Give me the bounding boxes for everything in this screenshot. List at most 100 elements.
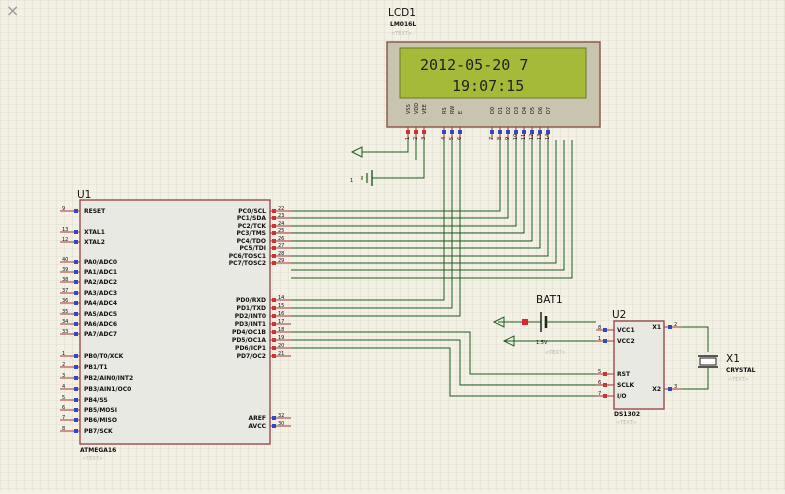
u2-pin-number: 2 (674, 322, 677, 328)
u1-pin-name: PB5/MOSI (84, 407, 117, 414)
lcd-pin-marker (414, 130, 418, 134)
lcd-pin-marker (514, 130, 518, 134)
u1-pin-marker (74, 322, 78, 326)
u1-pin-name: PC6/TOSC1 (229, 253, 266, 260)
u1-pin-name: PC7/TOSC2 (229, 260, 266, 267)
u2-pin-name: VCC1 (617, 327, 635, 334)
lcd-pin-label: D7 (546, 107, 552, 114)
u1-pin-marker (272, 424, 276, 428)
u2-pin-marker (603, 394, 607, 398)
power-terminal-icon (350, 146, 363, 158)
u1-pin-name: PA0/ADC0 (84, 259, 117, 266)
u1-pin-number: 22 (278, 206, 284, 212)
u1-pin-number: 28 (278, 251, 284, 257)
u2-ref-label: U2 (612, 309, 626, 321)
u2-pin-marker (603, 372, 607, 376)
lcd-pin-label: D2 (506, 107, 512, 114)
lcd-pin-marker (442, 130, 446, 134)
u1-text-tag: <TEXT> (82, 456, 103, 462)
u1-pin-number: 33 (62, 329, 68, 335)
u1-pin-marker (74, 280, 78, 284)
u1-pin-name: PD1/TXD (237, 305, 266, 312)
lcd-pin-label: VSS (406, 104, 412, 114)
lcd-pin-marker (406, 130, 410, 134)
u1-pin-marker (74, 376, 78, 380)
battery[interactable]: BAT1 1.5V <TEXT> (492, 294, 596, 356)
u2-pin-marker (668, 325, 672, 329)
battery-ref-label: BAT1 (536, 294, 563, 306)
u2-part-label: DS1302 (614, 411, 640, 418)
u1-pin-number: 24 (278, 221, 284, 227)
u2-pin-marker (603, 339, 607, 343)
u1-pin-number: 14 (278, 295, 284, 301)
u1-pin-number: 1 (62, 351, 65, 357)
lcd-pin-label: E (458, 111, 464, 114)
lcd-pin-number: 9 (505, 137, 511, 140)
crystal[interactable]: X1 CRYSTAL <TEXT> (682, 326, 756, 390)
u1-pin-number: 23 (278, 213, 284, 219)
u1-pin-name: PD2/INT0 (235, 313, 266, 320)
u1-pin-marker (74, 301, 78, 305)
lcd-pin-label: RS (442, 107, 448, 114)
u1-pin-marker (74, 260, 78, 264)
lcd-pin-marker (522, 130, 526, 134)
u1-pin-number: 16 (278, 311, 284, 317)
power-terminal-2-icon (502, 335, 515, 347)
u1-pin-number: 25 (278, 228, 284, 234)
u1-pin-name: PB6/MISO (84, 417, 117, 424)
u2-pin-number: 5 (598, 369, 601, 375)
lcd-pin-group: VSS1VDD2VEE3RS4RW5E6D07D18D29D310D411D51… (405, 103, 552, 140)
u1-pin-number: 29 (278, 258, 284, 264)
lcd-pin-number: 8 (497, 137, 503, 140)
u2-pin-number: 8 (598, 325, 601, 331)
u1-pin-marker (74, 291, 78, 295)
lcd-pin-number: 2 (413, 137, 419, 140)
u1-pin-name: PB4/SS (84, 397, 108, 404)
u1-part-label: ATMEGA16 (80, 447, 116, 454)
u1-pin-number: 6 (62, 405, 65, 411)
u2-pin-marker (603, 383, 607, 387)
u1-pin-number: 27 (278, 243, 284, 249)
u1-pin-number: 8 (62, 426, 65, 432)
u1-pin-marker (272, 322, 276, 326)
u2-pin-number: 7 (598, 391, 601, 397)
u1-pin-marker (74, 365, 78, 369)
u1-pin-number: 35 (62, 309, 68, 315)
lcd-pin-label: D5 (530, 107, 536, 114)
u1-pin-name: PC4/TDO (237, 238, 266, 245)
lcd-part-label: LM016L (390, 21, 416, 28)
u1-pin-name: PC3/TMS (236, 230, 266, 237)
close-icon[interactable]: × (6, 1, 19, 20)
u1-pin-name: PA4/ADC4 (84, 300, 117, 307)
lcd-pin-marker (422, 130, 426, 134)
u1-pin-name: PD3/INT1 (235, 321, 266, 328)
u1-pin-name: PC1/SDA (237, 215, 266, 222)
u1-pin-number: 20 (278, 343, 284, 349)
u1-pin-marker (74, 270, 78, 274)
u2-pin-name: X1 (652, 324, 661, 331)
u1-pin-number: 19 (278, 335, 284, 341)
crystal-icon (699, 357, 717, 366)
u1-pin-number: 40 (62, 257, 68, 263)
u2-pin-number: 6 (598, 380, 601, 386)
wires-rtc (291, 331, 596, 397)
u1-pin-number: 12 (62, 237, 68, 243)
lcd-line-2: 19:07:15 (452, 77, 524, 95)
u1-pin-number: 15 (278, 303, 284, 309)
u1-pin-name: AVCC (248, 423, 266, 430)
u1-pin-marker (272, 298, 276, 302)
u2-pin-name: VCC2 (617, 338, 635, 345)
lcd-display[interactable]: LCD1 LM016L <TEXT> 2012-05-20 7 19:07:15… (386, 7, 601, 140)
u1-pin-number: 9 (62, 206, 65, 212)
u1-pin-marker (272, 330, 276, 334)
lcd-pin-number: 3 (421, 137, 427, 140)
lcd-line-1: 2012-05-20 7 (420, 56, 528, 74)
lcd-pin-marker (506, 130, 510, 134)
u1-pin-marker (272, 306, 276, 310)
u1-pin-number: 36 (62, 298, 68, 304)
